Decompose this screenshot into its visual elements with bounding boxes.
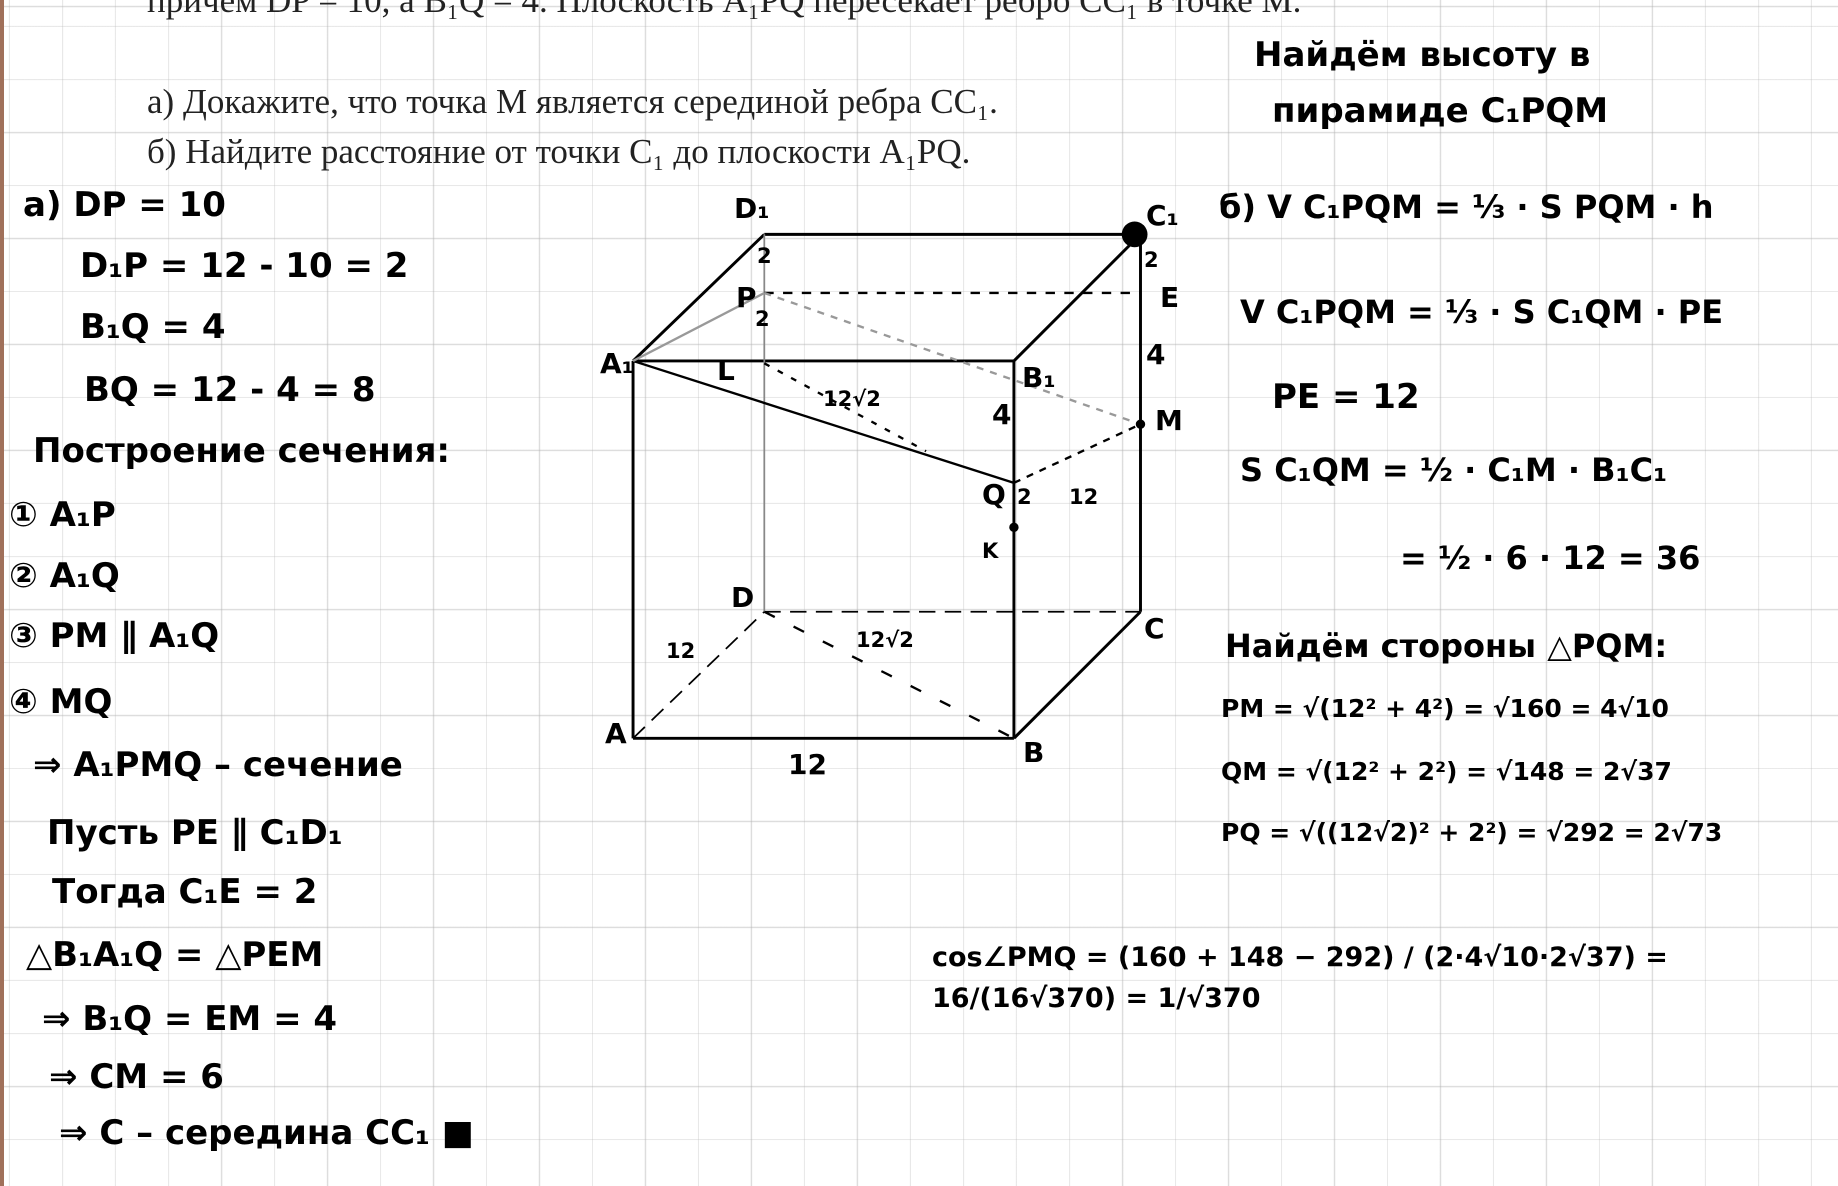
note-volume-1: б) V C₁PQM = ⅓ · S PQM · h xyxy=(1219,188,1714,226)
note-pm: PM = √(12² + 4²) = √160 = 4√10 xyxy=(1221,694,1669,723)
edge-a1d1 xyxy=(632,233,766,363)
label-c1: C₁ xyxy=(1146,199,1179,232)
length-qk: 2 xyxy=(1017,485,1032,509)
segment-a1p xyxy=(632,291,765,362)
note-let-pe: Пусть PE ∥ C₁D₁ xyxy=(47,813,343,853)
label-q: Q xyxy=(982,478,1006,511)
segment-pm xyxy=(763,291,1141,426)
note-pyramid: пирамиде C₁PQM xyxy=(1272,91,1609,131)
label-d: D xyxy=(731,581,755,614)
segment-a1q xyxy=(632,359,1015,484)
length-em: 4 xyxy=(1146,338,1166,371)
point-m xyxy=(1135,419,1146,429)
note-step-2: ② A₁Q xyxy=(9,556,120,596)
note-em: ⇒ B₁Q = EM = 4 xyxy=(42,999,338,1039)
segment-qm xyxy=(1013,423,1141,484)
label-e: E xyxy=(1160,281,1180,314)
note-step-1: ① A₁P xyxy=(9,495,116,535)
note-bq: BQ = 12 - 4 = 8 xyxy=(84,370,376,410)
length-qm: 12 xyxy=(1069,485,1099,509)
note-b1q: B₁Q = 4 xyxy=(80,307,226,347)
length-p-l: 2 xyxy=(755,307,770,331)
label-b: B xyxy=(1023,736,1045,769)
point-c1 xyxy=(1121,221,1148,248)
length-b1q: 4 xyxy=(992,398,1012,431)
length-db: 12√2 xyxy=(856,628,914,652)
note-cm: ⇒ CM = 6 xyxy=(49,1057,224,1097)
label-a: A xyxy=(605,717,627,750)
label-a1: A₁ xyxy=(600,347,634,380)
edge-ad xyxy=(632,611,765,739)
length-ad: 12 xyxy=(666,639,696,663)
note-triangles: △B₁A₁Q = △PEM xyxy=(26,935,324,975)
label-b1: B₁ xyxy=(1022,361,1056,394)
label-d1: D₁ xyxy=(734,192,770,225)
segment-lq xyxy=(763,362,927,453)
note-pe: PE = 12 xyxy=(1272,377,1420,417)
label-c: C xyxy=(1144,612,1165,645)
length-ab: 12 xyxy=(788,748,827,781)
label-p: P xyxy=(736,281,757,314)
point-k xyxy=(1009,522,1019,533)
edge-bc xyxy=(1012,610,1142,740)
label-k: K xyxy=(982,539,999,563)
note-then-c1e: Тогда C₁E = 2 xyxy=(52,872,318,912)
note-step-3: ③ PM ∥ A₁Q xyxy=(9,616,220,656)
note-pq: PQ = √((12√2)² + 2²) = √292 = 2√73 xyxy=(1221,818,1723,847)
note-qm: QM = √(12² + 2²) = √148 = 2√37 xyxy=(1221,757,1672,786)
diagonal-db xyxy=(763,610,1015,740)
note-area: S C₁QM = ½ · C₁M · B₁C₁ xyxy=(1240,451,1668,489)
length-d1p: 2 xyxy=(757,244,772,268)
note-conclusion: ⇒ C – середина CC₁ ■ xyxy=(59,1113,474,1153)
note-volume-2: V C₁PQM = ⅓ · S C₁QM · PE xyxy=(1240,293,1724,331)
label-l: L xyxy=(717,354,735,387)
note-d1p: D₁P = 12 - 10 = 2 xyxy=(80,246,409,286)
note-cosine: cos∠PMQ = (160 + 148 − 292) / (2·4√10·2√… xyxy=(932,942,1668,1014)
note-find-sides: Найдём стороны △PQM: xyxy=(1225,627,1668,665)
note-area-value: = ½ · 6 · 12 = 36 xyxy=(1400,539,1701,577)
length-lq: 12√2 xyxy=(823,387,881,411)
note-dp: а) DP = 10 xyxy=(23,185,226,225)
note-section: ⇒ A₁PMQ – сечение xyxy=(33,745,403,785)
note-construction: Построение сечения: xyxy=(33,431,450,471)
problem-part-b: б) Найдите расстояние от точки C₁ до пло… xyxy=(147,132,971,171)
label-m: M xyxy=(1155,404,1183,437)
edge-b1c1 xyxy=(1012,233,1142,362)
problem-part-a: а) Докажите, что точка M является середи… xyxy=(147,82,998,121)
note-find-height: Найдём высоту в xyxy=(1254,35,1591,75)
length-c1e: 2 xyxy=(1144,248,1159,272)
page-edge xyxy=(0,0,4,1186)
problem-top-line: причем DP = 10, а B₁Q = 4. Плоскость A₁P… xyxy=(147,0,1302,20)
note-step-4: ④ MQ xyxy=(9,682,113,722)
